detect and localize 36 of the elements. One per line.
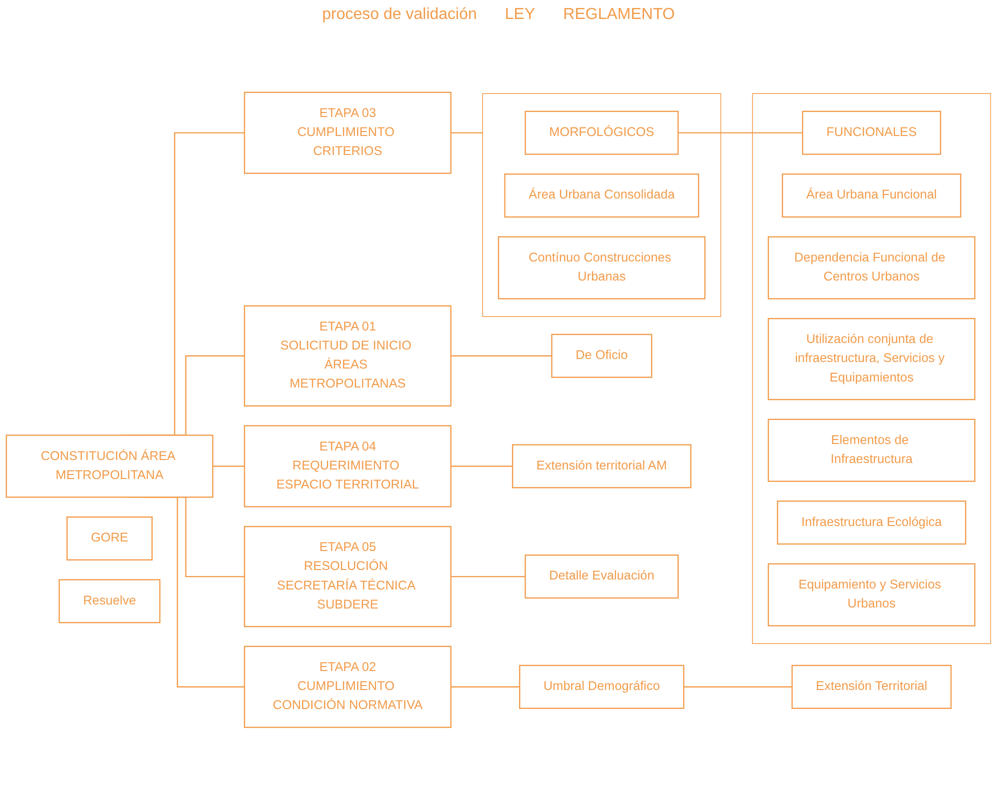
cluster xyxy=(752,93,992,644)
node-box: ETAPA 02 CUMPLIMIENTO CONDICIÓN NORMATIVA xyxy=(244,646,452,728)
connector xyxy=(450,466,513,467)
node-box: Elementos de Infraestructura xyxy=(768,418,976,482)
node-box: ETAPA 05 RESOLUCIÓN SECRETARÍA TÉCNICA SUBDERE xyxy=(244,526,452,628)
connector xyxy=(678,132,803,134)
node-box: Extensión territorial AM xyxy=(512,444,692,488)
connector xyxy=(212,466,244,467)
note-label: proceso de validación xyxy=(322,6,477,24)
cluster xyxy=(482,93,722,318)
node-box: Extensión Territorial xyxy=(792,665,952,710)
connector xyxy=(450,355,552,357)
node-box: Utilización conjunta de infraestructura, Servicios y Equipamientos xyxy=(768,318,976,400)
node-box: CONSTITUCIÓN ÁREA METROPOLITANA xyxy=(6,434,214,498)
node-box: ETAPA 01 SOLICITUD DE INICIO ÁREAS METROPOLITANAS xyxy=(244,305,452,407)
node-box: ETAPA 03 CUMPLIMIENTO CRITERIOS xyxy=(244,92,452,174)
note-label: LEY xyxy=(504,6,536,24)
node-box: Detalle Evaluación xyxy=(524,554,679,599)
connector xyxy=(450,132,483,134)
node-box: Área Urbana Funcional xyxy=(782,174,962,218)
connector xyxy=(450,576,526,578)
connector xyxy=(684,686,792,688)
node-box: De Oficio xyxy=(551,334,652,378)
node-box: Infraestructura Ecológica xyxy=(776,500,966,545)
node-box: Equipamiento y Servicios Urbanos xyxy=(768,563,976,626)
node-box: GORE xyxy=(66,516,153,561)
note-label: REGLAMENTO xyxy=(563,6,675,24)
node-box: Resuelve xyxy=(58,579,160,624)
node-box: Área Urbana Consolidada xyxy=(504,174,700,218)
node-box: ETAPA 04 REQUERIMIENTO ESPACIO TERRITORIAL xyxy=(244,425,452,508)
node-box: MORFOLÓGICOS xyxy=(524,110,679,155)
node-box: Contínuo Construcciones Urbanas xyxy=(498,236,706,300)
node-box: FUNCIONALES xyxy=(802,110,942,155)
node-box: Dependencia Funcional de Centros Urbanos xyxy=(768,236,976,300)
connector xyxy=(450,686,520,688)
node-box: Umbral Demográfico xyxy=(519,665,684,710)
